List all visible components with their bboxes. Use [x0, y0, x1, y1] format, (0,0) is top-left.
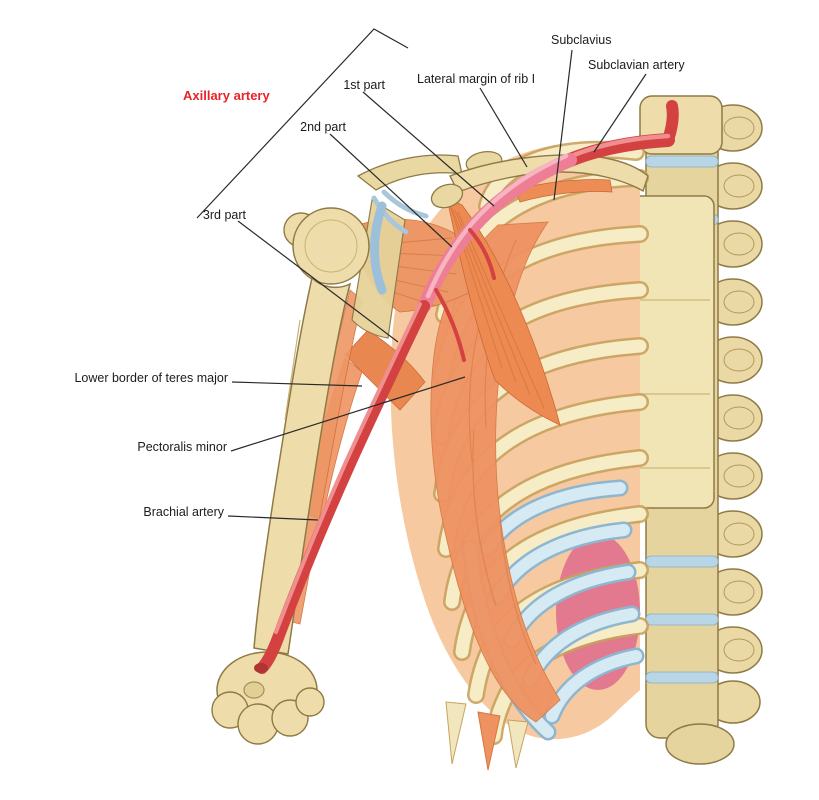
clavicle	[449, 154, 649, 193]
label-brachial-artery: Brachial artery	[143, 505, 224, 519]
shoulder-girdle-bones	[351, 151, 649, 339]
arteries	[254, 100, 679, 674]
label-lower-border-of-teres-major: Lower border of teres major	[74, 371, 228, 385]
label-1st-part: 1st part	[343, 78, 385, 92]
subclavian-artery-vessel	[563, 133, 675, 167]
leader-3rd-part	[237, 220, 399, 343]
leader-lateral-margin-rib-1	[479, 87, 528, 168]
leader-lower-border-teres-major	[231, 381, 363, 387]
label-3rd-part: 3rd part	[202, 208, 246, 222]
coracoid-process	[430, 183, 464, 209]
leader-lines	[196, 28, 647, 521]
label-lateral-margin-of-rib-1: Lateral margin of rib I	[417, 72, 536, 86]
leader-axillary-artery-bracket	[196, 28, 409, 219]
leader-pectoralis-minor	[230, 376, 466, 452]
label-axillary-artery: Axillary artery	[183, 88, 270, 103]
teres-major	[344, 329, 426, 411]
label-subclavian-artery: Subclavian artery	[588, 58, 685, 72]
vertebral-column	[619, 95, 763, 765]
coracoclavicular-ligaments	[371, 189, 429, 235]
label-2nd-part: 2nd part	[300, 120, 346, 134]
label-subclavius: Subclavius	[551, 33, 612, 47]
leader-subclavius	[553, 49, 573, 201]
subclavius-muscle	[514, 179, 613, 203]
leader-brachial-artery	[227, 515, 319, 521]
pectoralis-minor-muscle	[446, 197, 561, 426]
brachial-artery-vessel	[256, 300, 430, 674]
acromion	[356, 154, 463, 191]
leader-1st-part	[362, 91, 495, 207]
leader-2nd-part	[329, 133, 453, 248]
leader-subclavian-artery	[593, 73, 647, 153]
cephalic-vein	[370, 201, 387, 295]
label-pectoralis-minor: Pectoralis minor	[137, 440, 227, 454]
humerus	[211, 207, 370, 745]
